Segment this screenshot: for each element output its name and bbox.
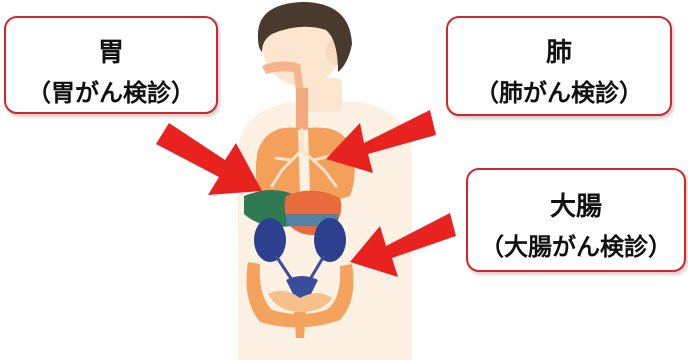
colon-organ-label: 大腸 xyxy=(468,186,684,223)
trachea xyxy=(296,88,308,130)
left-kidney xyxy=(314,218,346,262)
right-kidney xyxy=(254,218,286,262)
lung-exam-label: （肺がん検診） xyxy=(448,73,670,108)
rectum xyxy=(294,312,306,338)
lung-organ-label: 肺 xyxy=(448,32,670,69)
stomach-organ-label: 胃 xyxy=(6,32,216,69)
colon-callout: 大腸 （大腸がん検診） xyxy=(466,168,686,272)
lung-callout: 肺 （肺がん検診） xyxy=(446,16,672,116)
colon-exam-label: （大腸がん検診） xyxy=(468,227,684,262)
stomach-callout: 胃 （胃がん検診） xyxy=(4,16,218,114)
stomach-exam-label: （胃がん検診） xyxy=(6,73,216,108)
